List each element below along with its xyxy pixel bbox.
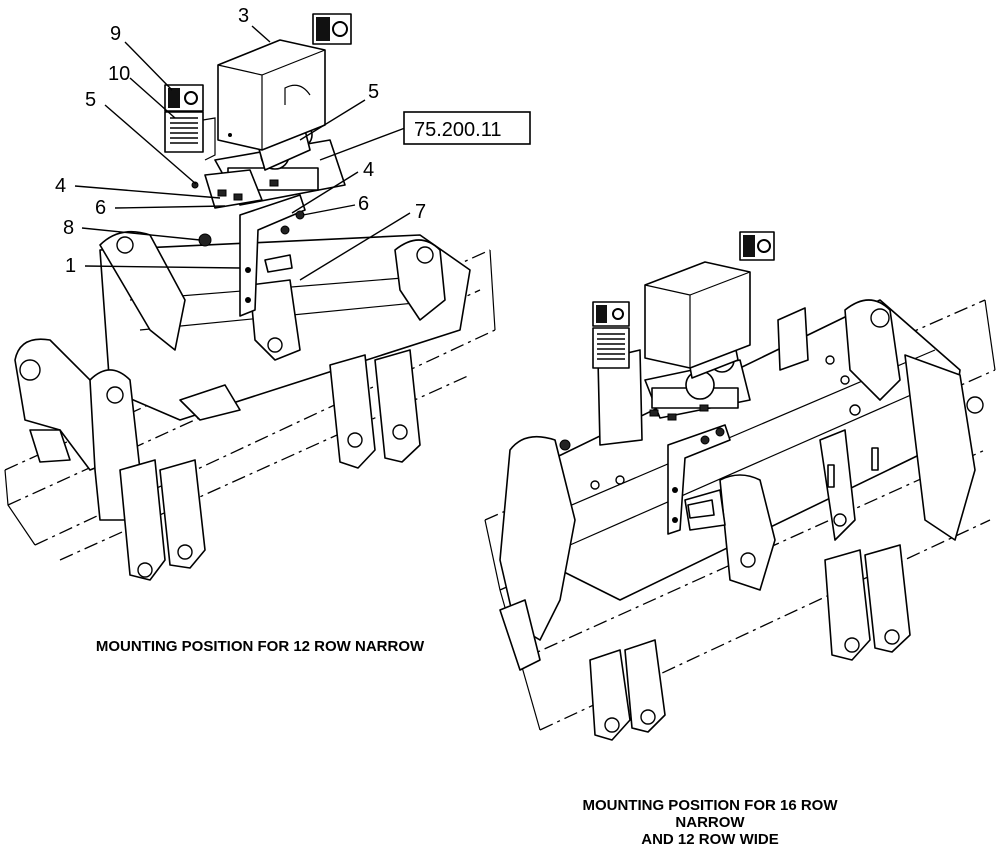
left-frame-assembly (4, 230, 496, 581)
callout-4-right: 4 (363, 159, 374, 181)
right-control-module (597, 261, 809, 446)
frame-assembly-icon (484, 299, 996, 741)
bracket-icon (191, 181, 306, 317)
callout-4-left: 4 (55, 175, 66, 197)
caption-right: MOUNTING POSITION FOR 16 ROW NARROW AND … (540, 797, 880, 848)
callout-5-right: 5 (368, 81, 379, 103)
warning-decal-icon (164, 84, 216, 161)
reference-box[interactable]: 75.200.11 (403, 111, 531, 145)
callout-8: 8 (63, 217, 74, 239)
callout-1: 1 (65, 255, 76, 277)
callouts-left: 3 9 10 5 5 4 4 6 6 7 8 1 (55, 5, 426, 277)
caption-right-line3: AND 12 ROW WIDE (641, 831, 779, 848)
caption-right-line1: MOUNTING POSITION FOR 16 ROW (582, 797, 838, 814)
right-decal (592, 231, 775, 369)
callout-6-right: 6 (358, 193, 369, 215)
reference-box-label: 75.200.11 (414, 119, 502, 141)
right-bracket (667, 424, 731, 535)
callout-5-left: 5 (85, 89, 96, 111)
leader-lines-left (74, 25, 411, 281)
callout-9: 9 (110, 23, 121, 45)
callout-7: 7 (415, 201, 426, 223)
callout-3: 3 (238, 5, 249, 27)
left-control-module (204, 105, 346, 209)
callout-10: 10 (108, 63, 130, 85)
callout-6-left: 6 (95, 197, 106, 219)
caption-left: MOUNTING POSITION FOR 12 ROW NARROW (40, 638, 480, 655)
decal-icon (312, 13, 352, 45)
caption-left-text: MOUNTING POSITION FOR 12 ROW NARROW (95, 638, 425, 655)
caption-right-line2: NARROW (675, 814, 745, 831)
